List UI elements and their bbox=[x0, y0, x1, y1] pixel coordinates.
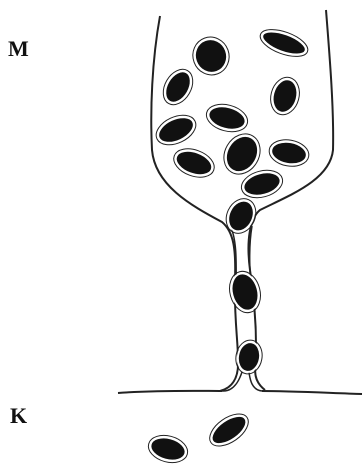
cell bbox=[206, 102, 248, 133]
cell bbox=[236, 340, 263, 373]
funnel-left-wall bbox=[151, 16, 238, 391]
cell bbox=[241, 168, 283, 199]
cell bbox=[190, 35, 232, 78]
cell bbox=[220, 130, 265, 178]
cell bbox=[148, 434, 188, 465]
cells-group bbox=[148, 27, 309, 465]
funnel-right-wall bbox=[248, 10, 333, 390]
baseline-membrane bbox=[118, 391, 362, 394]
cell bbox=[269, 139, 308, 167]
